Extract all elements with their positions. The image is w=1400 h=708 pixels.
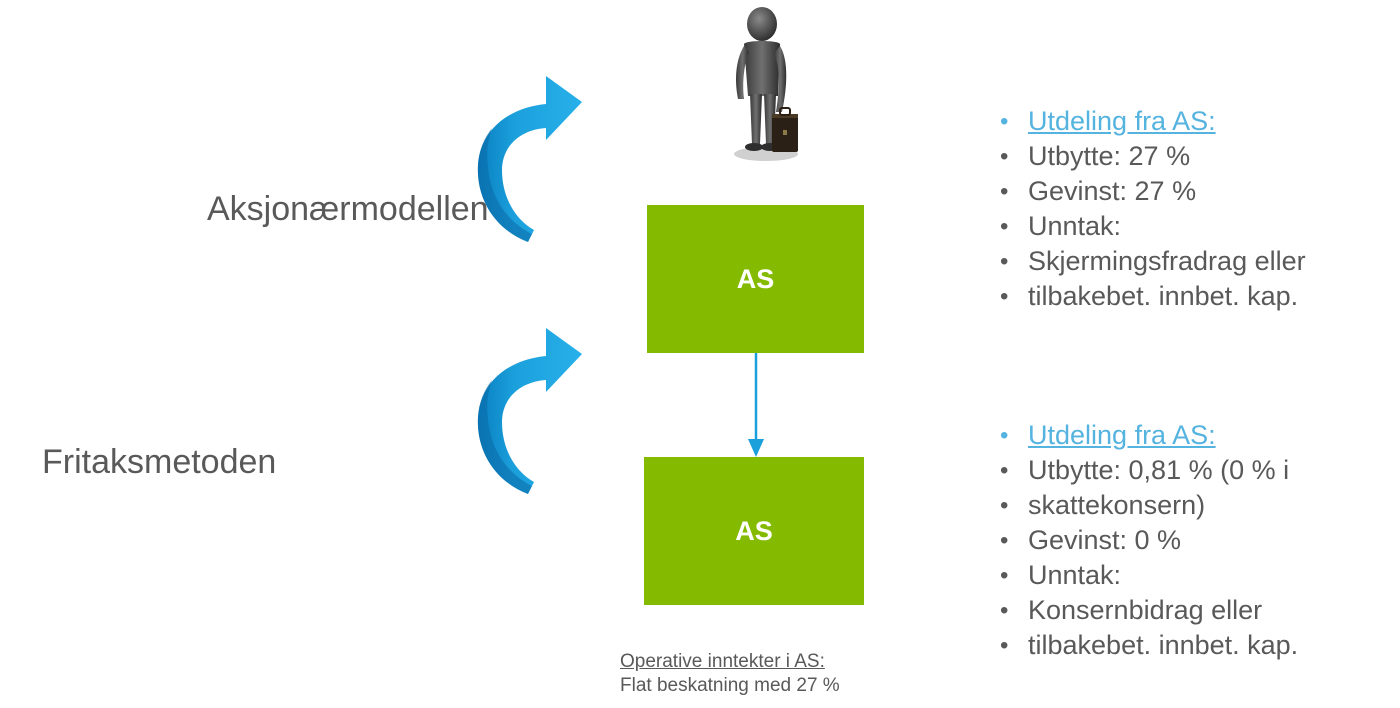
list-item-heading: Utdeling fra AS:: [1000, 104, 1306, 139]
list-item: Utbytte: 0,81 % (0 % i: [1000, 453, 1298, 488]
list-item: Gevinst: 0 %: [1000, 523, 1298, 558]
operative-income-caption: Operative inntekter i AS: Flat beskatnin…: [620, 650, 840, 698]
list-item: tilbakebet. innbet. kap.: [1000, 279, 1306, 314]
list-item: Unntak:: [1000, 209, 1306, 244]
curved-arrow-icon: [477, 76, 582, 242]
list-item-heading: Utdeling fra AS:: [1000, 418, 1298, 453]
list-item: tilbakebet. innbet. kap.: [1000, 628, 1298, 663]
caption-text: Flat beskatning med 27 %: [620, 675, 840, 696]
as-box-bottom: AS: [644, 457, 864, 605]
bullet-list-fritaksmetoden: Utdeling fra AS: Utbytte: 0,81 % (0 % i …: [1000, 418, 1298, 663]
down-arrow-connector: [748, 353, 764, 457]
curved-arrow-icon: [477, 328, 582, 494]
list-item: Skjermingsfradrag eller: [1000, 244, 1306, 279]
list-item: Utbytte: 27 %: [1000, 139, 1306, 174]
as-box-top: AS: [647, 205, 864, 353]
list-item: skattekonsern): [1000, 488, 1298, 523]
list-item: Unntak:: [1000, 558, 1298, 593]
list-item: Gevinst: 27 %: [1000, 174, 1306, 209]
person-with-briefcase-icon: [734, 7, 798, 161]
bullet-list-aksjonaermodellen: Utdeling fra AS: Utbytte: 27 % Gevinst: …: [1000, 104, 1306, 314]
caption-title: Operative inntekter i AS:: [620, 651, 825, 672]
label-aksjonaermodellen: Aksjonærmodellen: [207, 190, 489, 228]
label-fritaksmetoden: Fritaksmetoden: [42, 443, 277, 481]
list-item: Konsernbidrag eller: [1000, 593, 1298, 628]
